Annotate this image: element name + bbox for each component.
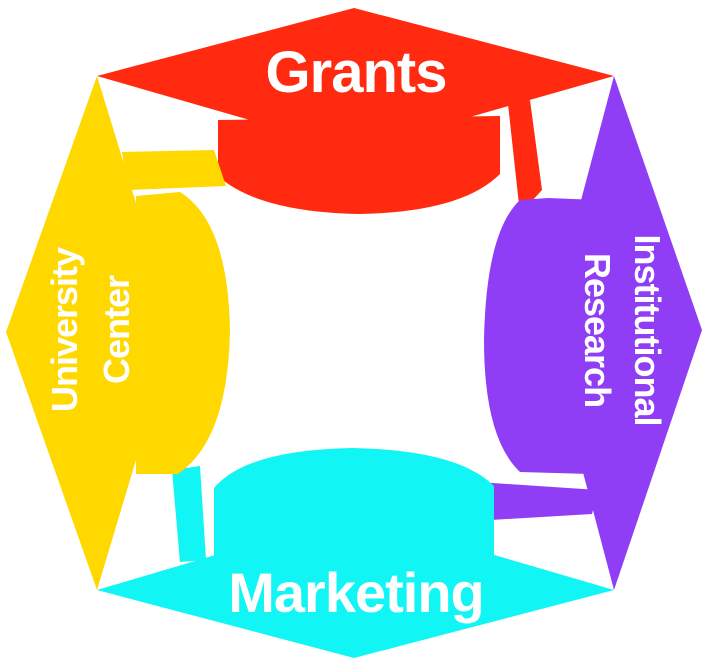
- university-center-chair-seat: [136, 192, 230, 474]
- institutional-research-arrow: [546, 76, 702, 590]
- grants-chair-seat: [218, 116, 500, 214]
- grants-segment: Grants: [97, 8, 614, 214]
- institutional-research-segment: Institutional Research: [478, 76, 702, 590]
- university-center-segment: University Center: [6, 76, 230, 590]
- marketing-chair-leg: [172, 466, 206, 562]
- grants-arrow: [97, 8, 614, 150]
- university-center-arrow: [6, 76, 175, 590]
- institutional-research-chair-leg: [478, 482, 598, 520]
- marketing-label: Marketing: [228, 561, 484, 624]
- marketing-segment: Marketing: [97, 448, 614, 658]
- university-center-chair-leg: [122, 150, 226, 190]
- institutional-research-label-line1: Institutional: [627, 235, 668, 426]
- marketing-arrow: [97, 514, 614, 658]
- grants-label: Grants: [266, 40, 447, 105]
- university-center-label-line1: University: [44, 247, 85, 412]
- institutional-research-label-line2: Research: [577, 253, 618, 407]
- university-center-label-line2: Center: [96, 275, 137, 384]
- grants-chair-leg: [508, 100, 542, 214]
